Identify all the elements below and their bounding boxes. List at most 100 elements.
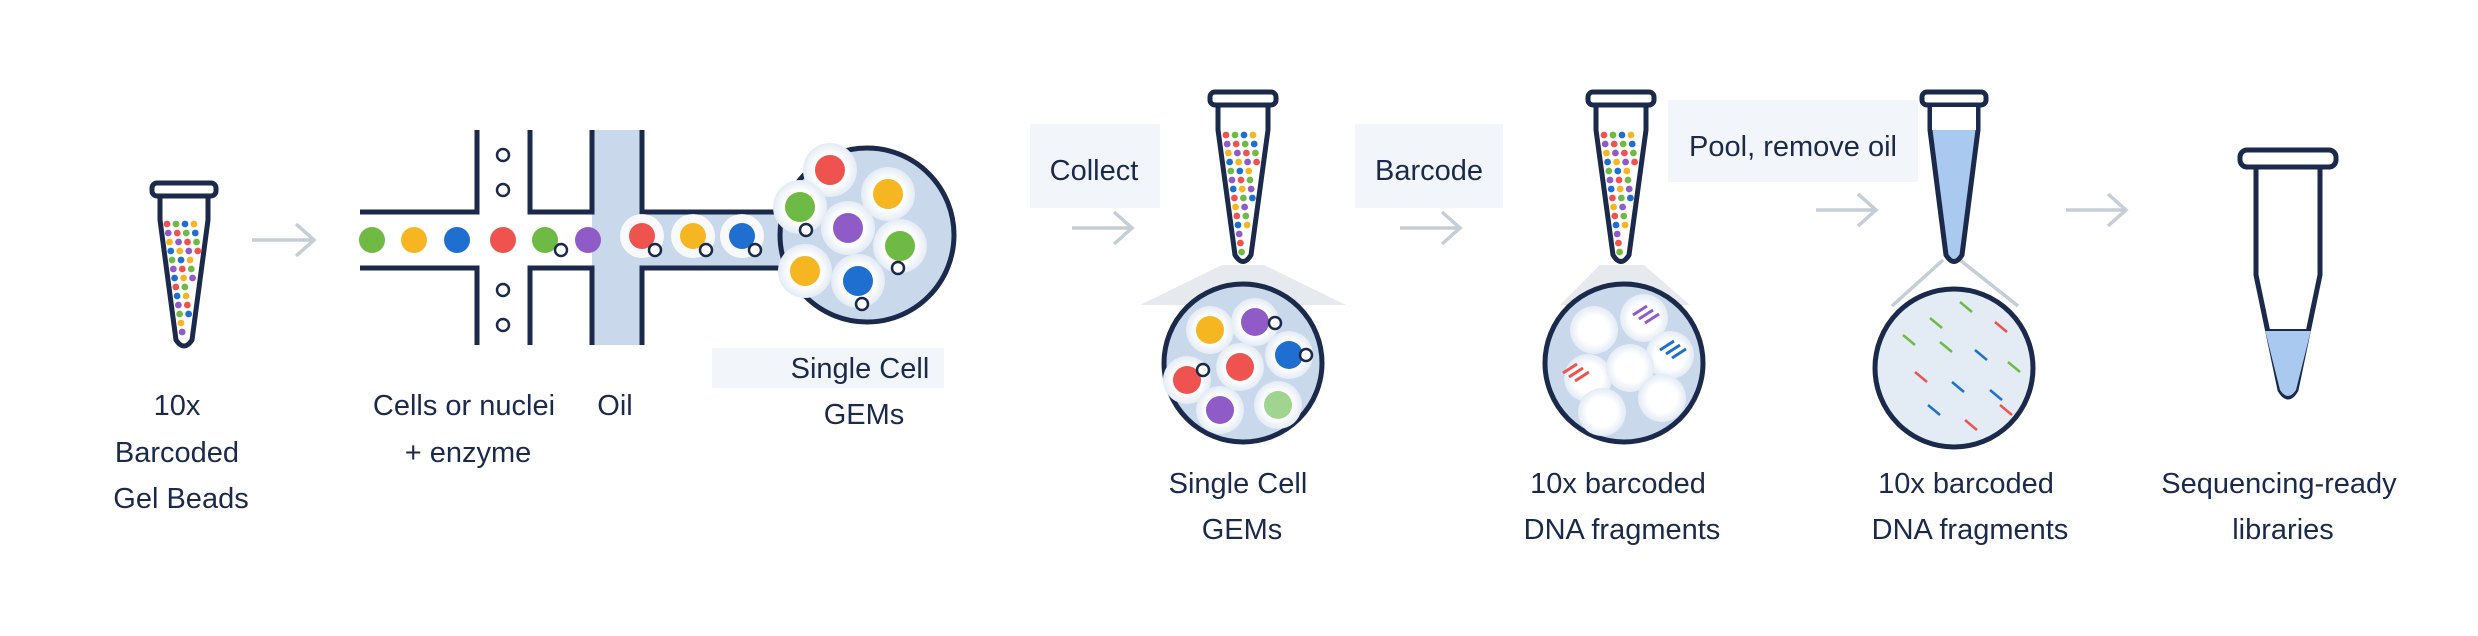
gel-bead-dot [189,274,196,282]
gel-bead-dot [1241,203,1248,211]
gel-bead-dot [1616,248,1623,256]
gel-bead-dot [1243,149,1250,157]
gel-bead-dot [1612,221,1620,229]
gel-bead-dot [181,220,189,228]
barcoded-fragments-label-2: 10x barcoded DNA fragments [1872,468,2069,546]
gel-bead-dot [1227,167,1235,175]
collect-step-label: Collect [1050,155,1139,187]
dna-fragment-mark [1989,389,2003,401]
pooled-tube-icon [1872,89,2036,450]
dna-fragment-mark [1999,404,2013,416]
gel-bead-dot [1606,176,1614,184]
gel-bead-dot [171,274,178,282]
gel-beads-label: 10x Barcoded Gel Beads [113,390,248,515]
gel-bead-dot [164,229,172,237]
gel-bead-dot [1627,194,1634,202]
arrow-icon [1072,210,1135,246]
gel-bead-dot [1249,194,1256,202]
bead-icon [532,227,558,253]
dna-fragment-mark [1902,334,1916,346]
dna-fragment-mark [1951,381,1965,393]
barcode-step-label: Barcode [1375,155,1483,187]
single-cell-gems-top-label: Single Cell GEMs [791,353,938,431]
gel-bead-dot [166,238,173,246]
dna-fragment-mark [1974,349,1988,361]
gel-bead-dot [1252,149,1259,157]
gel-bead-dot [1619,203,1626,211]
libraries-label: Sequencing-ready libraries [2161,468,2404,546]
gel-bead-dot [1612,149,1619,157]
gel-bead-dot [190,220,198,228]
gel-bead-dot [180,274,187,282]
pool-step-label: Pool, remove oil [1689,131,1897,163]
gel-bead-dot [1249,131,1257,139]
gel-bead-dot [1618,194,1625,202]
gel-bead-dot [1607,185,1615,193]
cells-label: Cells or nuclei + enzyme [373,390,563,469]
gem-tube-icon [1140,89,1346,445]
gel-bead-dot [172,283,180,291]
arrow-icon [2066,192,2129,228]
gel-bead-dot [1240,131,1248,139]
oil-label: Oil [597,390,632,422]
gel-bead-dot [1240,194,1247,202]
gel-bead-dot [1223,140,1231,148]
gel-bead-dot [1246,176,1254,184]
gel-bead-dot [174,301,182,309]
gel-bead-dot [1241,140,1249,148]
arrow-icon [1400,210,1463,246]
gel-bead-dot [1616,185,1624,193]
gel-bead-dot [1613,158,1620,166]
gel-bead-dot [181,283,189,291]
gel-bead-dot [1245,167,1253,175]
dna-fragment-mark [2007,361,2021,373]
gel-bead-dot [1628,140,1636,148]
gel-bead-dot [194,247,202,255]
gel-bead-dot [1627,131,1635,139]
gel-bead-tube-icon [149,180,219,349]
pooled-magnified-circle [1872,286,2036,450]
gel-bead-dot [1222,131,1230,139]
gel-bead-dot [168,256,176,264]
gel-bead-dot [1253,158,1260,166]
dna-fragment-mark [1914,371,1928,383]
gel-bead-dot [1232,140,1240,148]
gel-bead-dot [1228,176,1236,184]
gel-bead-dot [1243,221,1251,229]
gel-bead-dot [1244,158,1251,166]
bead-icon [401,227,427,253]
dna-fragment-mark [1927,404,1941,416]
bead-icon [359,227,385,253]
gel-bead-dot [1624,176,1632,184]
gel-bead-dot [187,265,195,273]
gel-bead-dot [1610,203,1617,211]
barcode-tube-icon [1542,89,1706,445]
gel-bead-dot [1611,212,1619,220]
dna-fragment-mark [1929,317,1943,329]
dna-fragment-mark [1939,341,1953,353]
gel-bead-dot [1603,149,1610,157]
gel-bead-dot [1631,158,1638,166]
single-cell-gems-bottom-label: Single Cell GEMs [1169,468,1316,546]
gel-bead-dot [167,247,175,255]
gel-bead-dot [1601,140,1609,148]
gel-bead-dot [1234,149,1241,157]
bead-icon [575,227,601,253]
gel-bead-dot [1620,212,1628,220]
gel-bead-dot [1242,212,1250,220]
arrow-icon [1816,192,1879,228]
gel-bead-dot [1235,158,1242,166]
gel-bead-dot [178,265,186,273]
gel-bead-dot [185,310,193,318]
gel-bead-dot [191,229,199,237]
gel-bead-dot [1623,167,1631,175]
gel-bead-dot [184,238,191,246]
gel-bead-dot [1610,140,1618,148]
gel-bead-dot [186,256,194,264]
gel-bead-dot [176,247,184,255]
gel-bead-dot [1609,131,1617,139]
gel-bead-dot [175,238,182,246]
gel-bead-dot [1250,140,1258,148]
gel-bead-dot [1231,194,1238,202]
gel-bead-dot [1247,185,1255,193]
